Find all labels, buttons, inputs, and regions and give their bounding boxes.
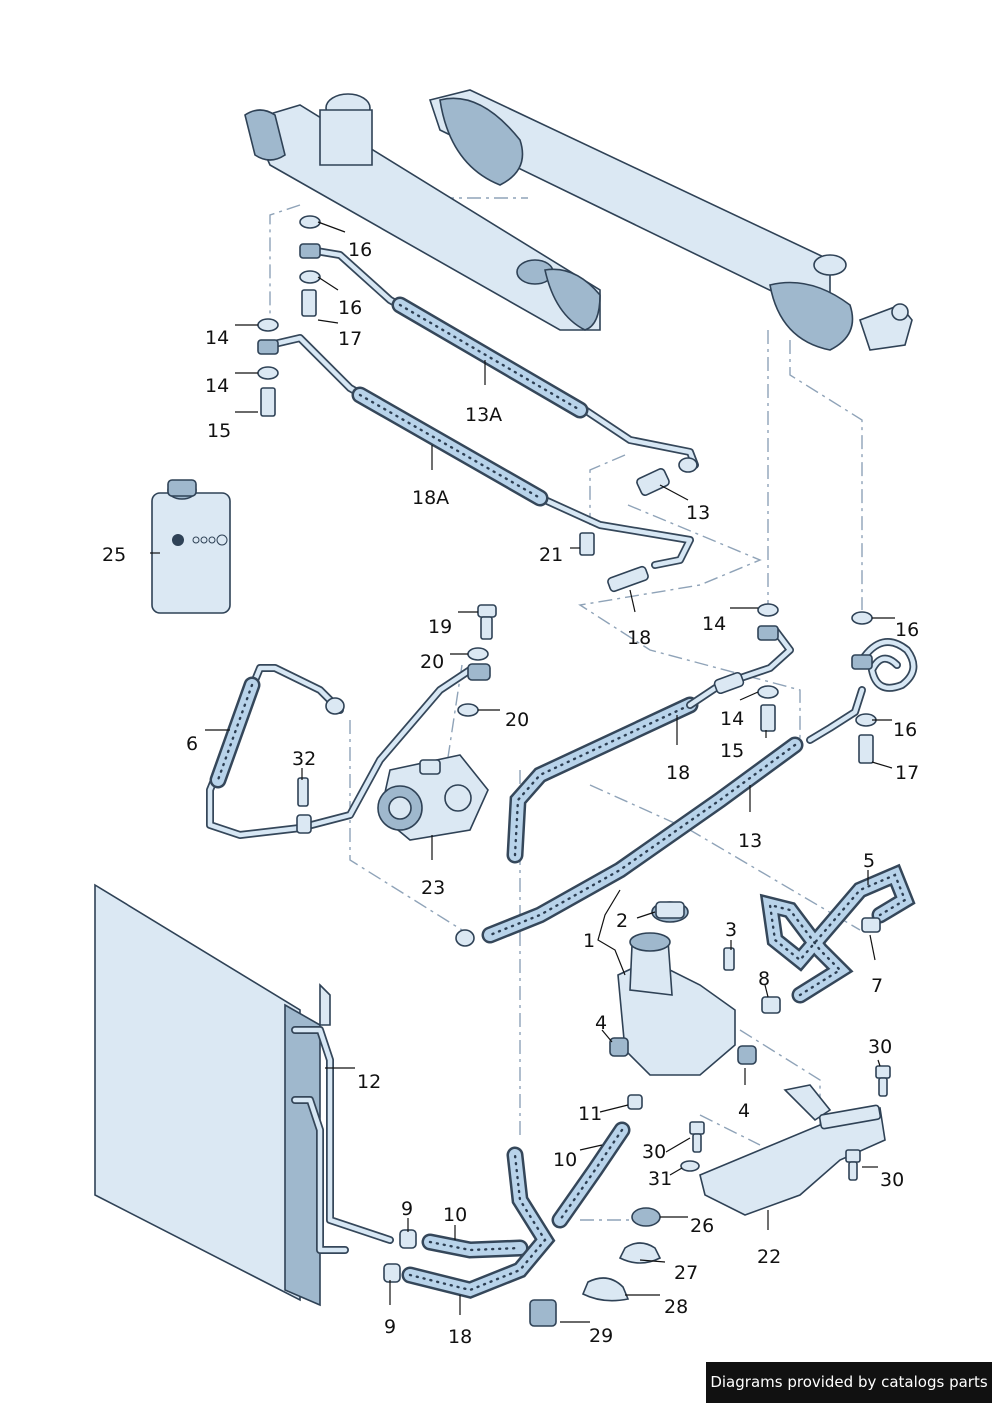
callout-8: 8 bbox=[758, 968, 770, 990]
callout-18: 18 bbox=[666, 762, 690, 784]
callout-14: 14 bbox=[702, 613, 726, 635]
footer-banner: Diagrams provided by catalogs parts bbox=[706, 1362, 992, 1403]
fluid-container bbox=[151, 479, 231, 614]
power-steering-pump bbox=[377, 754, 489, 841]
callout-26: 26 bbox=[690, 1215, 714, 1237]
callout-17: 17 bbox=[338, 328, 362, 350]
callout-4: 4 bbox=[738, 1100, 750, 1122]
pipe-6 bbox=[206, 664, 474, 839]
callout-10: 10 bbox=[553, 1149, 577, 1171]
callout-32: 32 bbox=[292, 748, 316, 770]
callout-16: 16 bbox=[348, 239, 372, 261]
hose-13 bbox=[455, 686, 866, 947]
callout-19: 19 bbox=[428, 616, 452, 638]
callout-28: 28 bbox=[664, 1296, 688, 1318]
hose-18 bbox=[506, 626, 794, 864]
callout-30: 30 bbox=[642, 1141, 666, 1163]
callout-16: 16 bbox=[893, 719, 917, 741]
callout-14: 14 bbox=[205, 327, 229, 349]
callout-16: 16 bbox=[895, 619, 919, 641]
callout-12: 12 bbox=[357, 1071, 381, 1093]
footer-background bbox=[706, 1362, 992, 1403]
bracket-bolts-30 bbox=[680, 1065, 891, 1181]
callout-9: 9 bbox=[401, 1198, 413, 1220]
steering-gear-front bbox=[428, 89, 913, 351]
callout-13: 13 bbox=[738, 830, 762, 852]
upper-banjo-fittings bbox=[257, 215, 698, 593]
pipe-18a bbox=[266, 334, 694, 569]
right-banjo-fittings bbox=[757, 603, 918, 764]
leader-lines bbox=[150, 221, 895, 1323]
callout-13: 13 bbox=[686, 502, 710, 524]
callout-18: 18 bbox=[448, 1326, 472, 1348]
callout-18a: 18A bbox=[412, 487, 449, 509]
callout-11: 11 bbox=[578, 1103, 602, 1125]
callout-1: 1 bbox=[583, 930, 595, 952]
callout-7: 7 bbox=[871, 975, 883, 997]
callout-6: 6 bbox=[186, 733, 198, 755]
callout-14: 14 bbox=[720, 708, 744, 730]
callout-23: 23 bbox=[421, 877, 445, 899]
steering-gear-rear bbox=[244, 93, 601, 331]
callout-9: 9 bbox=[384, 1316, 396, 1338]
callout-25: 25 bbox=[102, 544, 126, 566]
hose-5 bbox=[759, 863, 916, 1014]
callout-18: 18 bbox=[627, 627, 651, 649]
hose-18-lower bbox=[383, 1146, 556, 1299]
pipe-13a bbox=[306, 246, 699, 469]
callout-labels: 16 16 17 14 14 15 13A 18A 13 25 21 18 19… bbox=[102, 239, 919, 1348]
callout-27: 27 bbox=[674, 1262, 698, 1284]
callout-13a: 13A bbox=[465, 404, 502, 426]
callout-20: 20 bbox=[505, 709, 529, 731]
callout-10: 10 bbox=[443, 1204, 467, 1226]
callout-15: 15 bbox=[207, 420, 231, 442]
fluid-reservoir bbox=[609, 901, 757, 1110]
callout-20: 20 bbox=[420, 651, 444, 673]
footer-credit-text: Diagrams provided by catalogs parts bbox=[710, 1373, 988, 1391]
bracket-22 bbox=[699, 1084, 886, 1216]
clips-26-29 bbox=[529, 1207, 662, 1327]
callout-21: 21 bbox=[539, 544, 563, 566]
hose-10-lower bbox=[399, 1229, 529, 1259]
callout-4: 4 bbox=[595, 1012, 607, 1034]
pump-bolt-19 bbox=[457, 604, 497, 717]
callout-29: 29 bbox=[589, 1325, 613, 1347]
callout-30: 30 bbox=[868, 1036, 892, 1058]
callout-17: 17 bbox=[895, 762, 919, 784]
callout-2: 2 bbox=[616, 910, 628, 932]
callout-16: 16 bbox=[338, 297, 362, 319]
callout-30: 30 bbox=[880, 1169, 904, 1191]
callout-31: 31 bbox=[648, 1168, 672, 1190]
callout-15: 15 bbox=[720, 740, 744, 762]
callout-5: 5 bbox=[863, 850, 875, 872]
hose-10-upper bbox=[551, 1121, 631, 1229]
cooler-condenser bbox=[94, 883, 394, 1307]
callout-3: 3 bbox=[725, 919, 737, 941]
callout-22: 22 bbox=[757, 1246, 781, 1268]
callout-14: 14 bbox=[205, 375, 229, 397]
